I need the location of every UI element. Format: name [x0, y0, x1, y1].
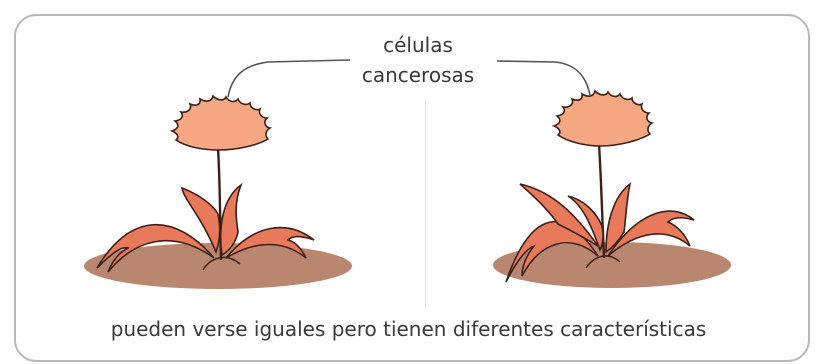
- center-divider: [425, 100, 426, 308]
- cancer-cells-label-line1: células: [383, 33, 453, 57]
- leaf-left-2: [180, 186, 221, 255]
- leaf-right-1: [505, 220, 599, 283]
- stem-right: [597, 143, 606, 259]
- cancer-cells-label: células cancerosas: [318, 30, 518, 90]
- soil-right: [493, 242, 731, 288]
- diagram-frame: [14, 14, 810, 362]
- leaf-right-2: [519, 183, 599, 247]
- callout-line-left: [227, 59, 351, 98]
- flower-left: [169, 94, 273, 151]
- diagram-caption: pueden verse iguales pero tienen diferen…: [110, 317, 707, 341]
- flower-right: [551, 89, 655, 147]
- soil-mound-left: [202, 256, 241, 271]
- leaf-right-5: [607, 210, 695, 257]
- leaf-left-1: [96, 223, 215, 273]
- soil-left: [84, 243, 352, 289]
- leaf-right-3: [567, 195, 604, 253]
- cancer-cells-label-line2: cancerosas: [361, 63, 475, 87]
- plant-left: [84, 94, 352, 289]
- plant-right: [493, 89, 731, 288]
- leaf-left-3: [219, 182, 243, 257]
- leaf-left-4: [225, 226, 315, 259]
- soil-mound-right: [585, 255, 621, 269]
- leaf-right-4: [605, 182, 632, 254]
- callout-line-right: [496, 60, 591, 96]
